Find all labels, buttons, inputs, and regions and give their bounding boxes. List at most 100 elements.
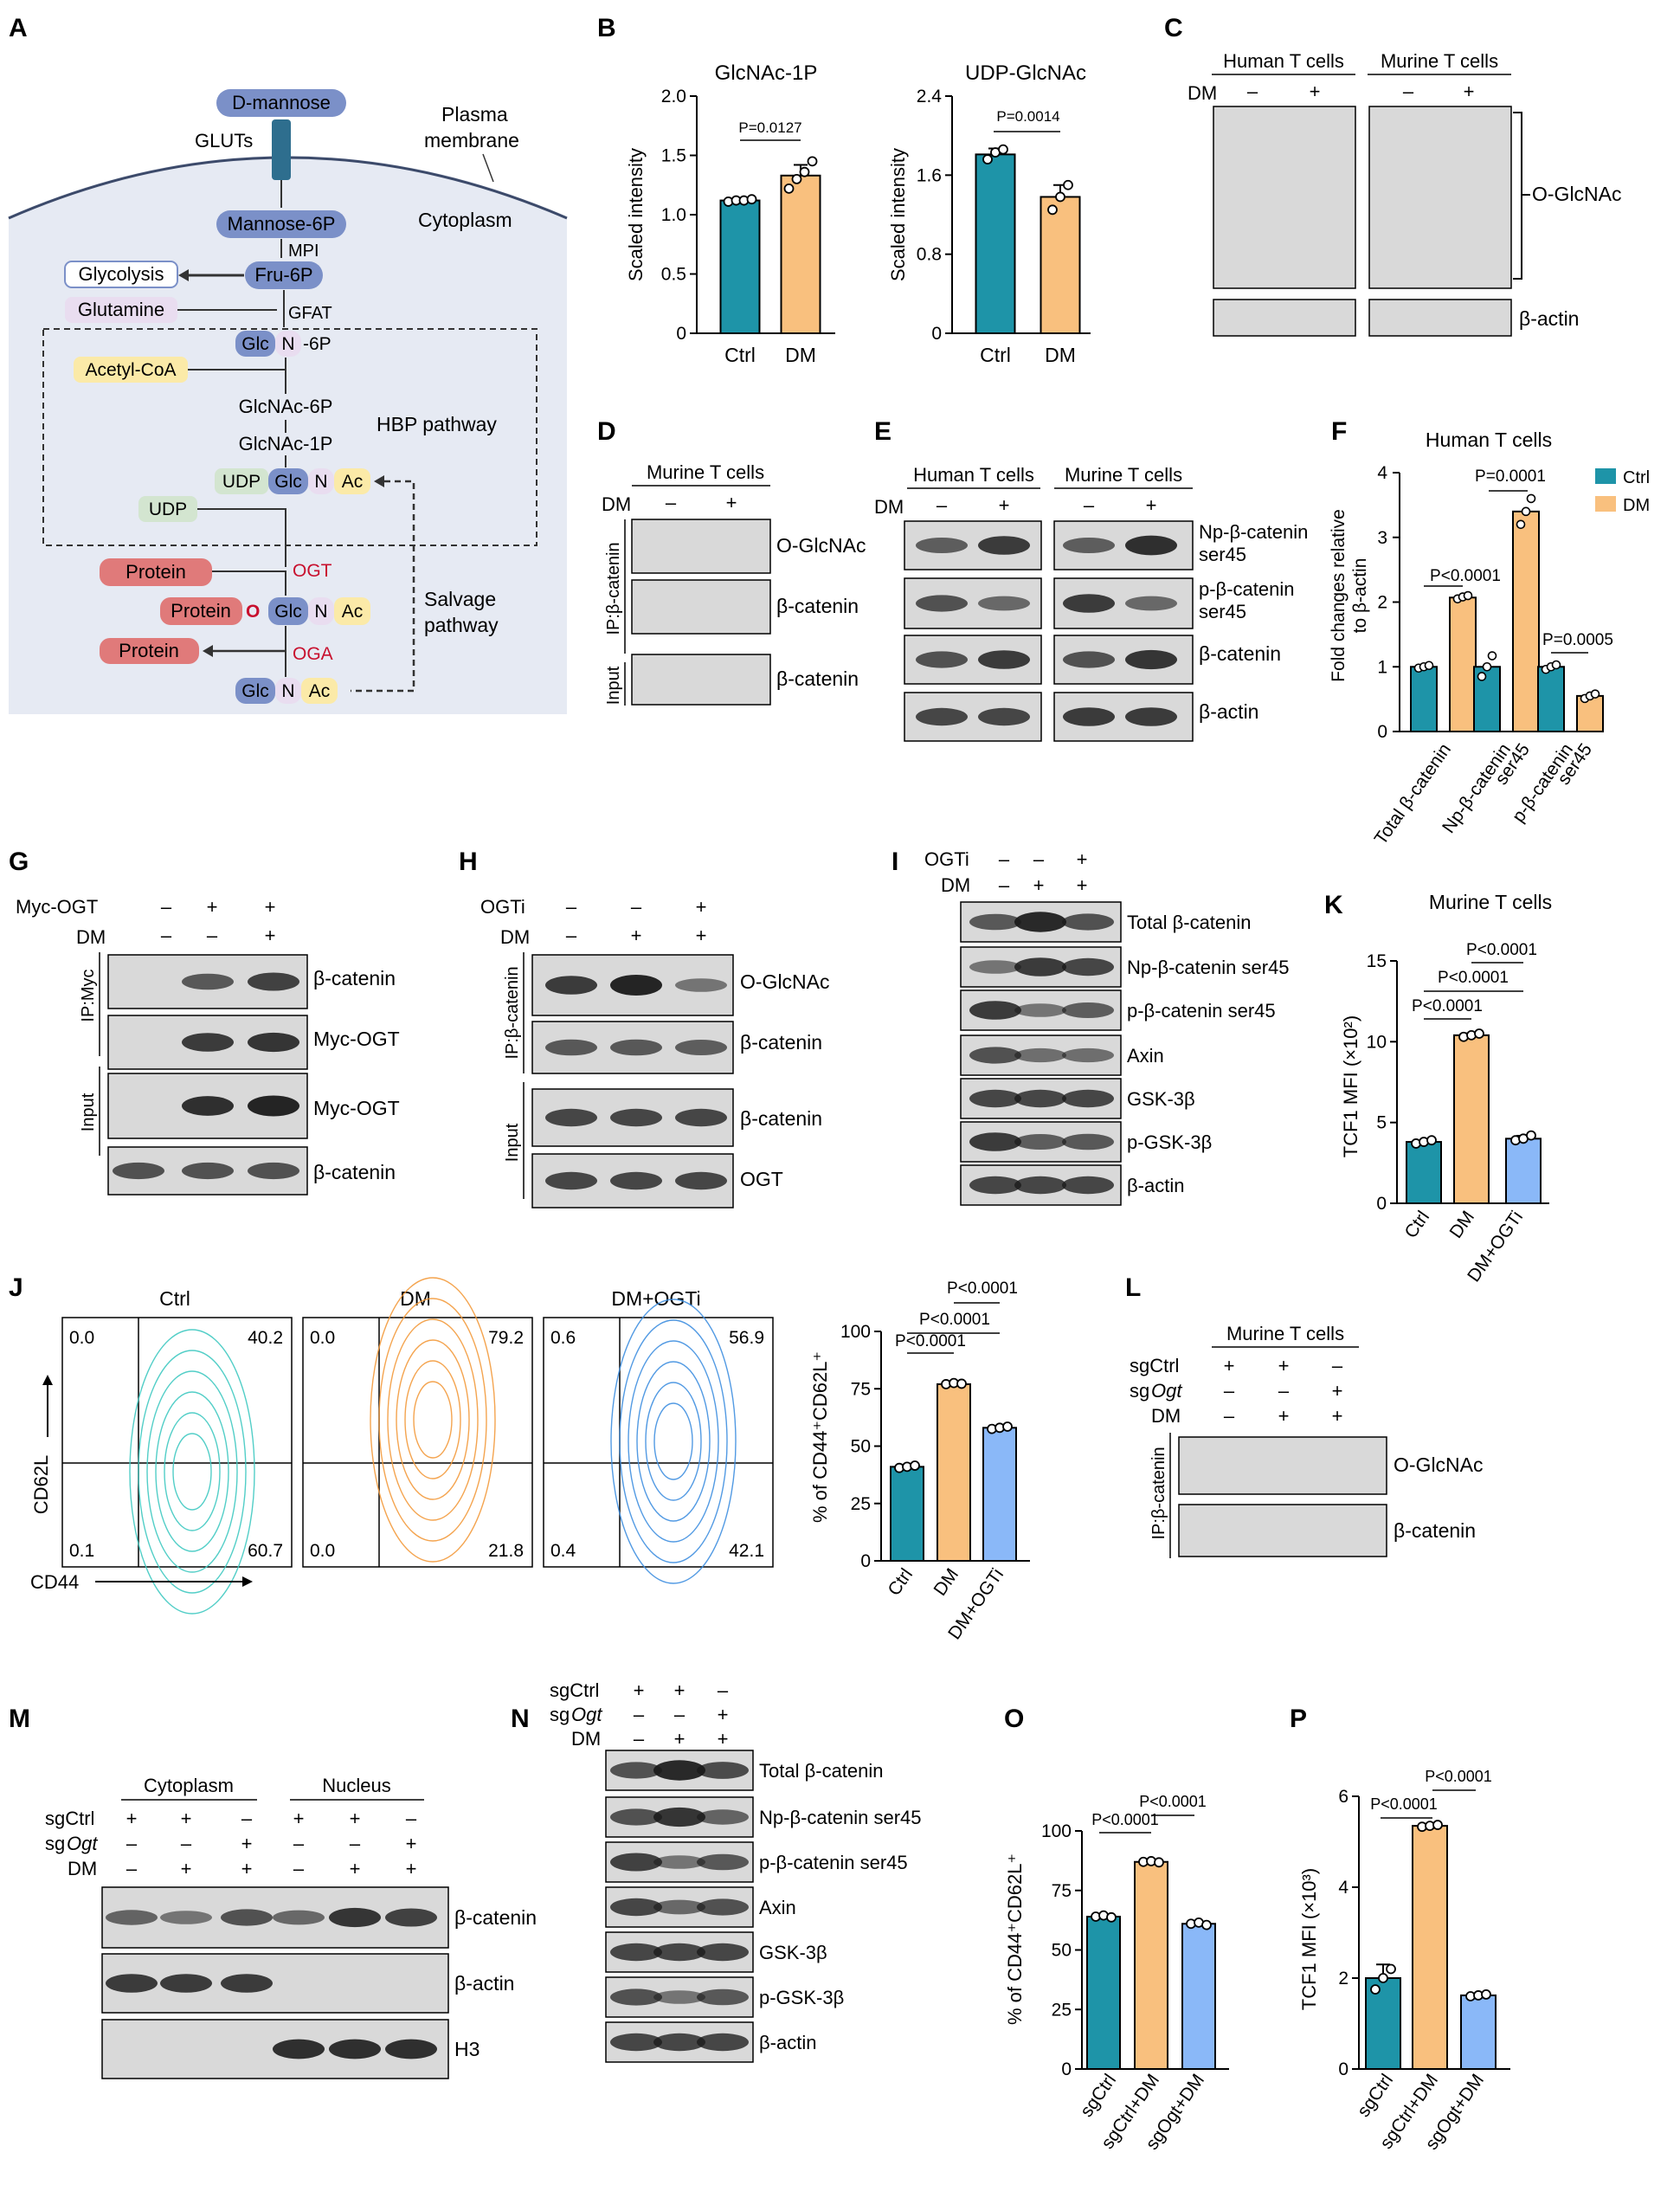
band (969, 1001, 1021, 1020)
treatment-sign: + (634, 1679, 645, 1701)
band (248, 1032, 299, 1053)
m-ogt-label: Ogt (67, 1833, 98, 1854)
glcnac6p-label: GlcNAc-6P (239, 396, 333, 417)
c-plus-1: + (1310, 81, 1321, 102)
contour (164, 1412, 221, 1531)
band (610, 1943, 662, 1962)
contour (413, 1381, 453, 1459)
n-dm-label: DM (571, 1728, 601, 1750)
band (545, 1039, 597, 1056)
e-row-label-4: β-actin (1199, 700, 1258, 723)
bar (982, 1427, 1017, 1563)
data-point (1482, 661, 1492, 672)
p-bars (1365, 1820, 1497, 2070)
band (1063, 651, 1115, 668)
glc4-label: Glc (241, 681, 269, 701)
data-point (1481, 1988, 1491, 2000)
f-legend-ctrl-swatch (1595, 468, 1616, 484)
treatment-sign: – (718, 1679, 729, 1701)
b2-cat-dm: DM (1045, 344, 1076, 366)
treatment-sign: – (293, 1858, 305, 1879)
glutamine-node (65, 297, 177, 323)
treatment-sign: + (631, 925, 642, 946)
y-tick-label: 50 (1052, 1941, 1072, 1961)
d-title: Murine T cells (647, 461, 764, 483)
c-actin-label: β-actin (1519, 307, 1579, 330)
o-p-2: P<0.0001 (1139, 1793, 1207, 1810)
data-point (783, 183, 795, 194)
arrowhead-glycolysis (178, 269, 189, 281)
bar (1412, 1825, 1448, 2070)
band (1062, 913, 1114, 931)
n-treatment-signs: ++–––+–++ (634, 1679, 729, 1750)
band (697, 1988, 749, 2006)
pathway-diagram: Plasma membrane Cytoplasm D-mannose GLUT… (8, 52, 568, 714)
bar (1576, 694, 1604, 733)
membrane-label: membrane (424, 129, 519, 151)
band (916, 538, 968, 553)
hbp-label: HBP pathway (377, 413, 497, 435)
bar (780, 174, 821, 334)
g-row-label-2: Myc-OGT (313, 1028, 400, 1050)
y-tick-label: 2 (1338, 1969, 1349, 1988)
e-minus-1: – (937, 494, 948, 516)
b1-y-ticks: 00.51.01.52.0 (661, 87, 697, 344)
panel-label-i: I (891, 848, 898, 876)
c-minus-2: – (1403, 81, 1414, 102)
treatment-sign: + (718, 1728, 729, 1750)
row-label: Total β-catenin (1127, 912, 1252, 933)
j-cat-1: Ctrl (885, 1565, 917, 1600)
treatment-sign: – (566, 896, 577, 918)
l-sgctrl-label: sgCtrl (1130, 1355, 1179, 1376)
bar (1453, 1034, 1490, 1205)
band (221, 1974, 273, 1993)
row-label: Axin (759, 1897, 796, 1918)
treatment-sign: – (1224, 1380, 1235, 1402)
bar (719, 199, 761, 334)
band (182, 1033, 234, 1052)
panel-label-e: E (874, 417, 891, 446)
treatment-sign: + (265, 896, 276, 918)
y-tick-label: 100 (1041, 1821, 1072, 1841)
band (113, 1162, 164, 1180)
treatment-sign: + (241, 1833, 253, 1854)
i-ogti-label: OGTi (924, 848, 969, 870)
treatment-sign: – (634, 1728, 645, 1750)
treatment-sign: + (241, 1858, 253, 1879)
treatment-sign: – (161, 896, 172, 918)
d-blot-row-2 (631, 579, 771, 635)
band (1062, 1047, 1114, 1063)
band (1014, 912, 1066, 932)
bar (1537, 666, 1565, 732)
f-ylabel-2: to β-actin (1350, 558, 1370, 634)
contour (146, 1370, 238, 1573)
n4-label: N (281, 681, 294, 701)
m-cyto-label: Cytoplasm (144, 1775, 234, 1796)
data-point (1201, 1919, 1212, 1930)
salvage-label: Salvage (424, 588, 496, 610)
band (697, 1853, 749, 1871)
glcnac1p-label: GlcNAc-1P (239, 433, 333, 454)
treatment-sign: + (674, 1679, 686, 1701)
f-legend-dm-swatch (1595, 496, 1616, 512)
row-label: β-actin (1127, 1175, 1184, 1196)
band (610, 1108, 662, 1127)
f-legend-dm: DM (1623, 496, 1650, 515)
band (1062, 1176, 1114, 1195)
d-row-label-2: β-catenin (776, 595, 859, 617)
p-ylabel: TCF1 MFI (×10³) (1298, 1868, 1320, 2010)
y-tick-label: 0 (1376, 1194, 1387, 1214)
y-tick-label: 1.6 (917, 165, 942, 185)
l-row-label-1: O-GlcNAc (1394, 1453, 1484, 1476)
y-tick-label: 25 (851, 1494, 871, 1514)
d-minus: – (666, 492, 677, 513)
y-tick-label: 2.4 (917, 87, 943, 106)
f-bars (1410, 493, 1604, 733)
b1-title: GlcNAc-1P (715, 61, 818, 85)
n3-node (308, 597, 334, 625)
g-blot-rows (107, 954, 308, 1196)
